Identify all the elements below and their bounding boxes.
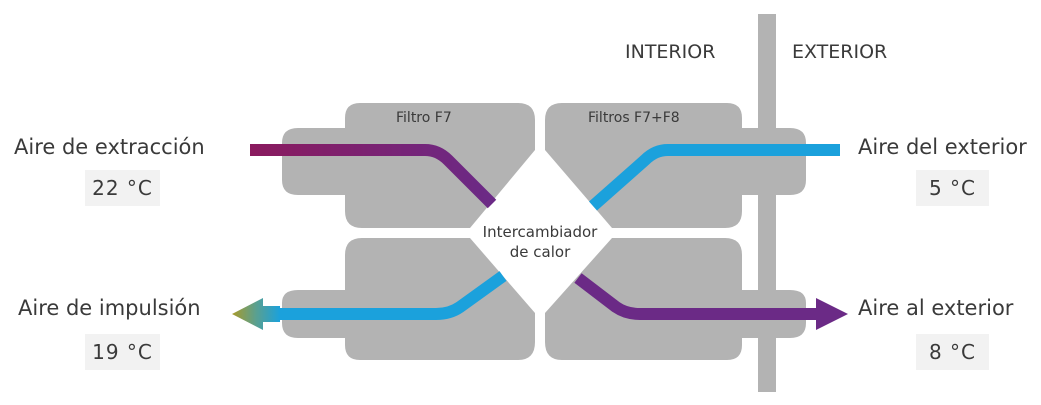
filter-f7-label: Filtro F7 xyxy=(396,110,452,126)
extraction-air-label: Aire de extracción xyxy=(14,135,205,159)
exhaust-air-temp: 8 °C xyxy=(916,334,989,370)
outdoor-air-label: Aire del exterior xyxy=(858,135,1027,159)
filter-f7-f8-label: Filtros F7+F8 xyxy=(588,110,680,126)
heat-exchanger-line2: de calor xyxy=(509,243,571,261)
exterior-label: EXTERIOR xyxy=(792,41,888,63)
supply-air-temp: 19 °C xyxy=(85,334,160,370)
extraction-air-temp: 22 °C xyxy=(85,170,160,206)
supply-air-flow xyxy=(270,271,507,320)
extraction-air-flow xyxy=(250,144,497,209)
heat-exchanger-line1: Intercambiador xyxy=(482,223,598,241)
top-left-block xyxy=(282,103,535,228)
outdoor-air-flow xyxy=(589,144,840,211)
interior-label: INTERIOR xyxy=(625,41,716,63)
bottom-left-block xyxy=(282,238,535,360)
exhaust-air-flow xyxy=(574,273,818,320)
bottom-right-block xyxy=(545,238,806,360)
supply-air-arrowhead xyxy=(232,298,280,330)
heat-exchanger-label: Intercambiador de calor xyxy=(470,222,610,262)
outdoor-air-temp: 5 °C xyxy=(916,170,989,206)
exhaust-air-arrowhead xyxy=(816,298,848,330)
supply-air-label: Aire de impulsión xyxy=(18,296,201,320)
exhaust-air-label: Aire al exterior xyxy=(858,296,1014,320)
